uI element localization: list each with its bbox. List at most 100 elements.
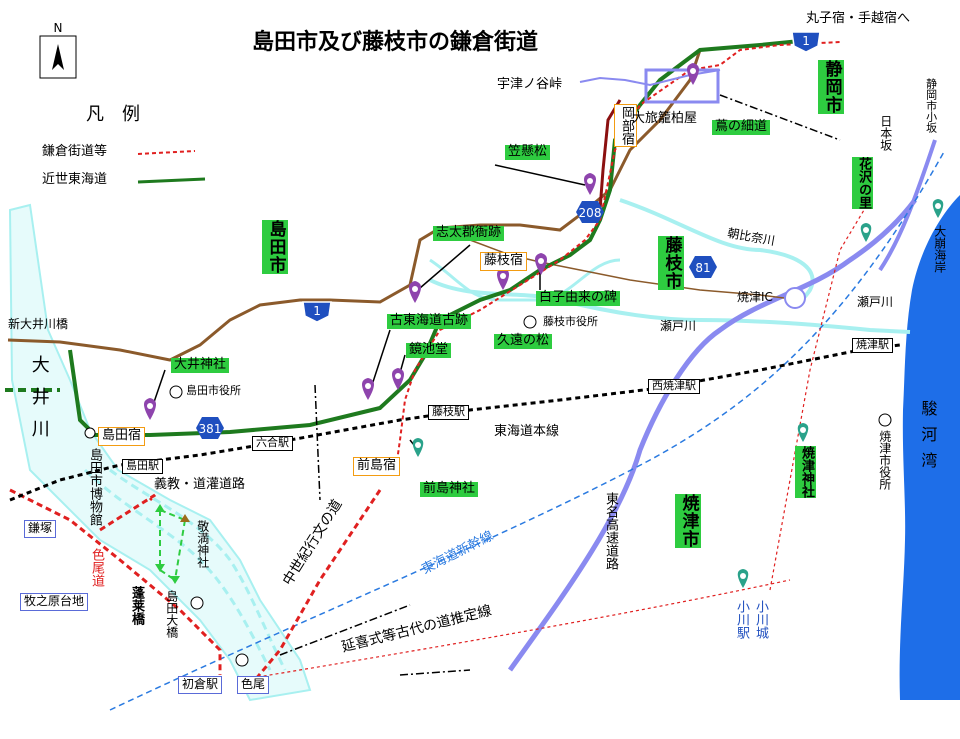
label-museum: 島田市博物館 (86, 448, 102, 526)
expressway-north (878, 139, 937, 272)
suruga-bay-sea (899, 195, 960, 700)
yaizu-ic-marker (784, 287, 806, 309)
label-hanazawa: 花沢の里 (852, 157, 873, 209)
asahina-river (619, 198, 815, 305)
label-setogawa-2: 瀬戸川 (857, 295, 894, 309)
label-yaizu-office: 焼津市役所 (877, 430, 892, 490)
utsunoya-path (579, 69, 721, 87)
leader-engi (279, 604, 411, 656)
shimada-office-marker (169, 385, 183, 399)
label-oi-shrine: 大井神社 (171, 357, 230, 373)
label-ogawa-castle: 小川城 (752, 600, 768, 639)
station-nishiyaizu: 西焼津駅 (648, 379, 700, 394)
compass-icon: N (39, 21, 77, 79)
station-marker-horai (190, 596, 204, 610)
label-kasakakematsu: 笠懸松 (505, 144, 551, 160)
leader-tsuta (719, 94, 841, 141)
horai-marker-2 (180, 514, 190, 522)
fujieda-office-marker (523, 315, 537, 329)
label-shidagun: 志太郡衙跡 (433, 225, 505, 241)
label-iroo: 色尾 (237, 676, 270, 694)
city-label-fujieda: 藤枝市 (658, 236, 684, 290)
label-shizuoka-kosaka: 静岡市小坂 (924, 78, 938, 133)
tokaido-main-line (9, 343, 901, 502)
label-shirako: 白子由来の碑 (536, 290, 621, 306)
route-1-highway (7, 49, 702, 362)
route-shield-label: 1 (313, 304, 321, 318)
tsuta-box (644, 68, 720, 104)
label-fujieda-office: 藤枝市役所 (543, 315, 598, 328)
destination-note: 丸子宿・手越宿へ (806, 11, 911, 26)
label-ryokan: 大旅籠柏屋 (632, 111, 698, 126)
label-iroomichi: 色尾道 (88, 548, 104, 587)
route-shield-label: 381 (199, 422, 222, 436)
label-tomei: 東名高速道路 (602, 492, 618, 570)
label-kamatsuka: 鎌塚 (24, 520, 57, 538)
label-shimada-office: 島田市役所 (186, 384, 241, 397)
label-maejimajuku: 前島宿 (353, 457, 401, 476)
label-nihonzaka: 日本坂 (878, 115, 893, 151)
label-kyochido: 鏡池堂 (406, 342, 452, 358)
route-shield-label: 1 (802, 34, 810, 48)
label-shin-oigawa: 新大井川橋 (8, 317, 69, 331)
city-label-shimada: 島田市 (262, 220, 288, 274)
shinkansen-line (109, 149, 946, 711)
label-furutokaido: 古東海道古跡 (387, 313, 472, 329)
label-okabe: 岡部宿 (614, 104, 637, 147)
kamakura-road-wedge (99, 493, 157, 532)
pins (144, 63, 944, 588)
oigawa-river-inner2 (109, 468, 287, 671)
label-gikyo-road: 義教・道灌道路 (154, 477, 246, 492)
kamakura-road-iroo (9, 488, 222, 675)
station-shimada: 島田駅 (122, 459, 163, 474)
yaizu-office-marker (878, 413, 892, 427)
leader-tomei (399, 669, 471, 676)
oigawa-river-inner (83, 468, 272, 671)
horai-marker-3 (155, 564, 165, 572)
route-shield-label: 208 (579, 206, 602, 220)
station-marker-shimada (84, 427, 96, 439)
horai-marker-1 (155, 504, 165, 512)
station-fujieda: 藤枝駅 (428, 405, 469, 420)
compass-label: N (54, 21, 63, 35)
label-utsunoya: 宇津ノ谷峠 (497, 77, 563, 92)
label-setogawa-1: 瀬戸川 (660, 319, 697, 333)
station-marker-iroo (235, 653, 249, 667)
legend-label-kamakura: 鎌倉街道等 (42, 144, 108, 159)
kamakura-road-chusei (253, 489, 382, 681)
label-makinohara: 牧之原台地 (20, 593, 89, 611)
label-kuon: 久遠の松 (494, 333, 553, 349)
legend-line-tokaido (137, 177, 206, 184)
horai-link (159, 509, 186, 581)
route-shield-label: 81 (695, 261, 710, 275)
tomei-expressway (507, 198, 917, 672)
horai-marker-4 (170, 576, 180, 584)
label-suruga-bay: 駿河湾 (918, 400, 938, 478)
label-ohsaki: 大崩海岸 (932, 225, 947, 273)
kamakura-road-main (394, 41, 841, 476)
label-keiman: 敬満神社 (195, 520, 210, 568)
label-shimada-ohashi: 島田大橋 (164, 590, 179, 638)
label-fujiedajuku: 藤枝宿 (480, 252, 528, 271)
pointer-lines (151, 164, 586, 451)
label-horaibashi: 蓬莱橋 (128, 586, 144, 625)
label-oigawa: 大井川 (28, 355, 50, 451)
label-yaizu-ic: 焼津IC (737, 290, 773, 304)
route-shields: 1 1 208 81 381 (196, 31, 821, 439)
kamakura-road-yaizu (769, 199, 871, 591)
label-maejima-shrine: 前島神社 (420, 481, 479, 497)
city-label-yaizu: 焼津市 (675, 494, 701, 548)
legend-line-kamakura (137, 150, 196, 155)
station-yaizu: 焼津駅 (852, 338, 893, 353)
label-tokaido-line: 東海道本線 (494, 424, 560, 439)
city-label-shizuoka: 静岡市 (818, 60, 844, 114)
label-shimadajuku: 島田宿 (98, 427, 146, 446)
legend-heading: 凡 例 (86, 104, 140, 125)
station-ogawa: 小川駅 (733, 600, 749, 639)
station-rokugo: 六合駅 (252, 436, 293, 451)
label-tsuta: 蔦の細道 (712, 119, 771, 135)
leader-rokugo (314, 384, 321, 501)
map-title: 島田市及び藤枝市の鎌倉街道 (252, 30, 539, 55)
station-hatsukura: 初倉駅 (178, 676, 223, 694)
